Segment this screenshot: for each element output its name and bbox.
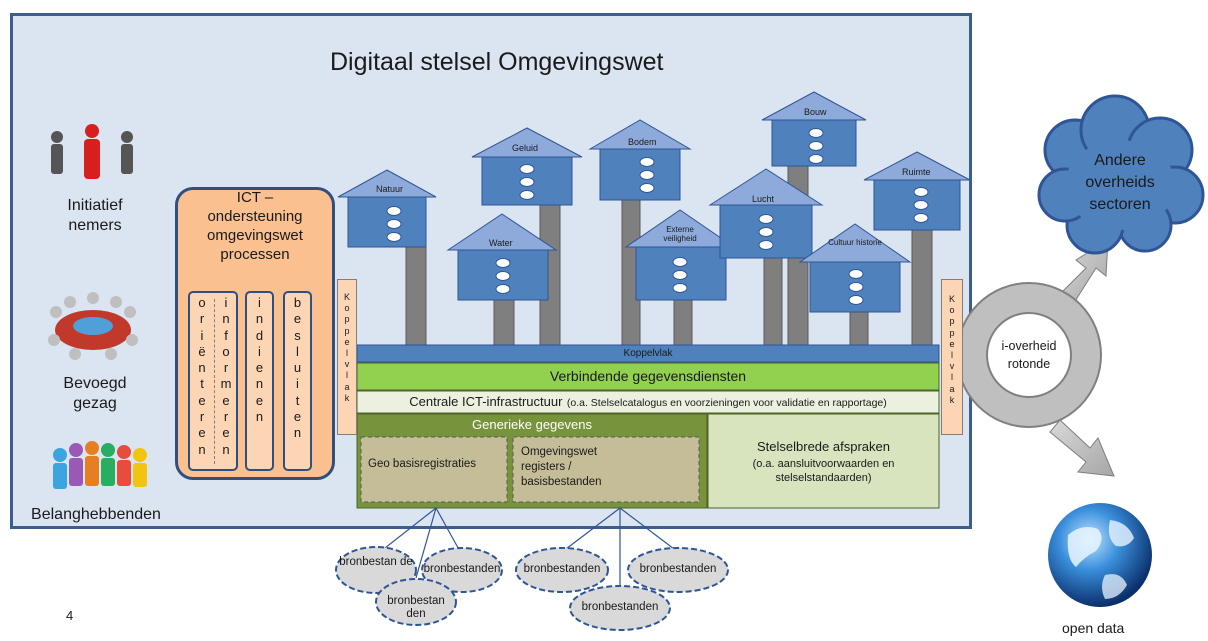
registers-label: Omgevingswet registers / basisbestanden	[521, 446, 602, 488]
ict-title-line: ICT –	[236, 189, 274, 206]
belanghebbenden-icon	[53, 441, 147, 489]
cloud-shape	[1037, 94, 1205, 255]
source-label: bronbestanden	[639, 563, 717, 575]
house-label-lucht: Lucht	[752, 194, 775, 204]
registers-box	[512, 436, 700, 503]
centrale-band	[356, 390, 940, 414]
centrale-main-text: Centrale ICT-infrastructuur	[409, 394, 563, 409]
house-label-ruimte: Ruimte	[902, 167, 931, 177]
house-natuur	[337, 169, 437, 248]
actor-label-line: nemers	[68, 217, 122, 234]
ict-title-line: ondersteuning	[207, 208, 303, 225]
verbindende-band	[356, 362, 940, 391]
house-label-natuur: Natuur	[376, 184, 404, 194]
source-label: bronbestanden	[581, 601, 659, 613]
house-lucht	[708, 168, 824, 259]
house-geluid	[471, 127, 583, 206]
diagram-title: Digitaal stelsel Omgevingswet	[330, 48, 664, 76]
house-label-bodem: Bodem	[628, 137, 657, 147]
rotonde-ring	[956, 282, 1102, 428]
initiatiefnemers-icon	[51, 124, 133, 179]
actor-label-line: Initiatief	[67, 197, 123, 214]
koppelvlak-band	[356, 344, 940, 363]
house-bodem	[588, 119, 692, 201]
actor-label-line: gezag	[73, 395, 117, 412]
source-ellipses	[335, 546, 729, 631]
generieke-label: Generieke gegevens	[472, 417, 592, 432]
bevoegd-gezag-icon	[48, 292, 138, 360]
process-divider	[214, 299, 215, 464]
geo-box	[360, 436, 508, 503]
actor-label-line: Belanghebbenden	[31, 506, 161, 523]
ict-box-title: ICT – ondersteuning omgevingswet process…	[178, 188, 332, 264]
ict-title-line: omgevingswet	[207, 227, 303, 244]
source-label: bronbestan de	[339, 556, 413, 568]
house-label-externe-veiligheid: Externe veiligheid	[663, 225, 697, 243]
koppelvlak-band-label: Koppelvlak	[623, 348, 673, 359]
stelselbrede-box	[707, 413, 940, 509]
house-water	[446, 213, 558, 301]
house-cultuur-historie	[798, 223, 912, 313]
open-data-label: open data	[1062, 620, 1125, 636]
ict-title-line: processen	[220, 246, 290, 263]
stelselbrede-sub: (o.a. aansluitvoorwaarden en stelselstan…	[752, 458, 895, 484]
actor-belanghebbenden-label: Belanghebbenden	[26, 505, 166, 525]
actor-bevoegd-gezag-label: Bevoegd gezag	[40, 374, 150, 414]
verbindende-band-label: Verbindende gegevensdiensten	[549, 368, 747, 384]
actor-label-line: Bevoegd	[63, 375, 127, 392]
house-label-water: Water	[489, 238, 513, 248]
house-label-bouw: Bouw	[804, 107, 827, 117]
centrale-sub-text: (o.a. Stelselcatalogus en voorzieningen …	[566, 397, 887, 409]
house-ruimte	[863, 151, 971, 231]
cloud-label: Andere overheids sectoren	[1085, 152, 1155, 213]
house-externe-veiligheid	[624, 209, 736, 301]
centrale-band-label: Centrale ICT-infrastructuur (o.a. Stelse…	[357, 391, 939, 414]
source-label: bronbestanden	[523, 563, 601, 575]
page-number: 4	[66, 608, 74, 623]
house-label-geluid: Geluid	[512, 143, 539, 153]
house-label-cultuur-historie: Cultuur historie	[828, 238, 882, 247]
actor-initiatiefnemers-label: Initiatief nemers	[40, 196, 150, 236]
house-bouw	[761, 91, 867, 167]
rotonde-label: i-overheid rotonde	[1001, 339, 1057, 371]
geo-label: Geo basisregistraties	[368, 458, 477, 470]
stelselbrede-title: Stelselbrede afspraken	[757, 439, 890, 454]
source-label: bronbestanden	[423, 563, 501, 575]
source-label: bronbestan den	[387, 595, 445, 620]
globe-icon	[1048, 503, 1152, 607]
